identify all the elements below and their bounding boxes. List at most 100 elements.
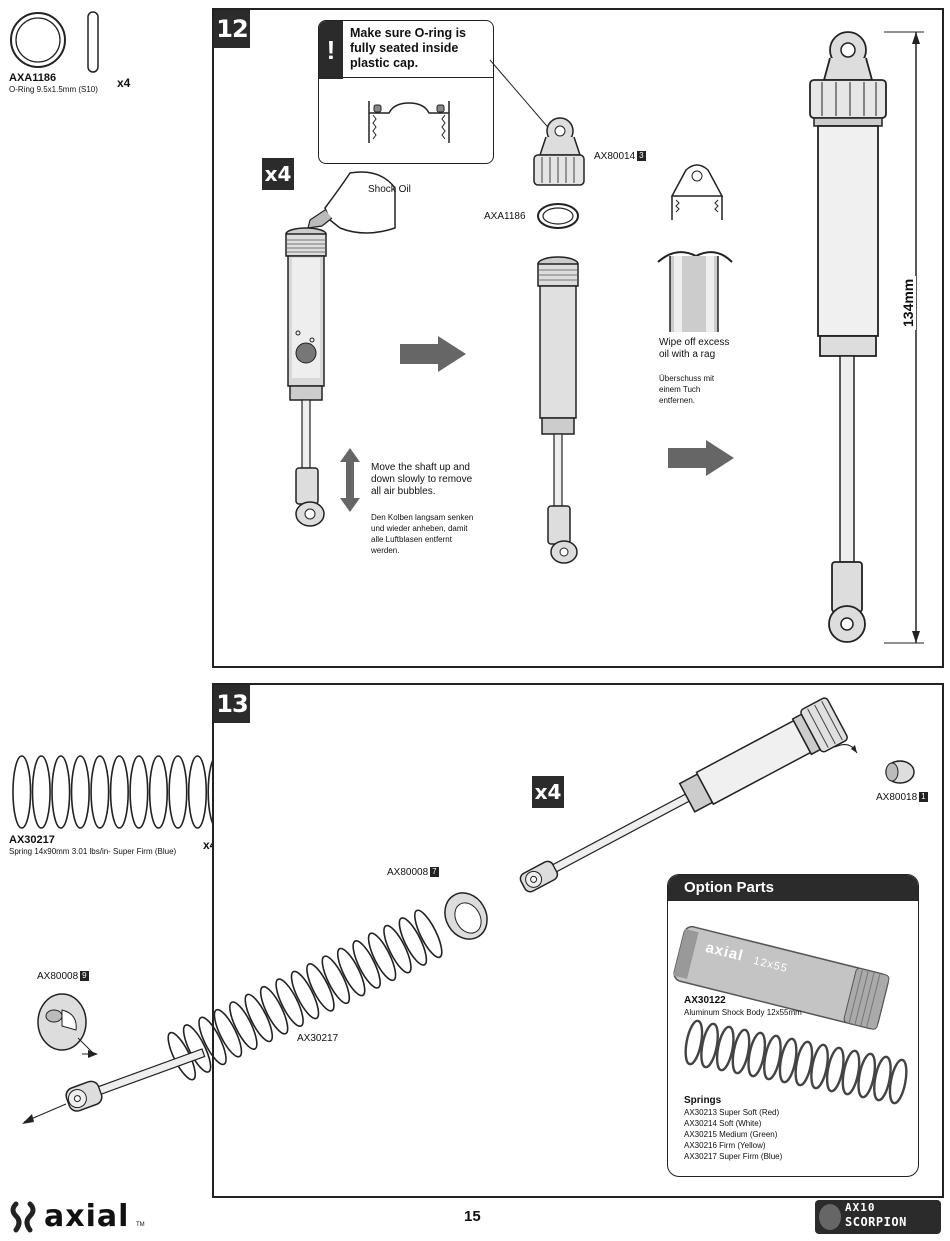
callout-text: Make sure O-ring is fully seated inside … [350, 26, 467, 70]
oring-part-code: AXA1186 [9, 72, 57, 84]
option-parts-box: Option Parts axial 12x55 AX30122 Aluminu… [667, 874, 919, 1177]
spring-coil [398, 917, 428, 966]
spring-part-desc: Spring 14x90mm 3.01 lbs/in- Super Firm (… [9, 847, 177, 856]
product-logo-line2: SCORPION [845, 1215, 907, 1229]
spring-coil [306, 963, 335, 1012]
shock-oil-label: Shock Oil [368, 184, 411, 195]
finished-shock-illustration [809, 31, 924, 644]
spring-coil [51, 755, 71, 829]
warning-icon: ! [319, 21, 343, 79]
spring-part-code: AX30217 [9, 834, 55, 846]
spring-coil [352, 940, 381, 989]
lower-retainer-illustration [37, 993, 87, 1051]
spring-coil [857, 1052, 877, 1099]
tube-wipe-illustration [657, 251, 733, 332]
cap-detail-illustration [670, 164, 724, 220]
step-13-number: 13 [214, 685, 250, 723]
wipe-instruction-de: Überschuss mit einem Tuch entfernen. [659, 374, 715, 405]
spring-coil [778, 1037, 798, 1084]
spring-coil [715, 1025, 735, 1072]
springs-title: Springs [684, 1095, 722, 1106]
list-item: AX30216 Firm (Yellow) [684, 1141, 766, 1150]
list-item: AX30214 Soft (White) [684, 1119, 762, 1128]
step-12-qty-badge: x4 [262, 158, 294, 190]
product-logo-line1: AX10 [845, 1201, 876, 1214]
spring-part-callout-label: AX30217 [297, 1033, 339, 1044]
length-dimension-label: 134mm [900, 275, 916, 330]
spring-coil [841, 1049, 861, 1096]
spring-coil [367, 932, 397, 982]
spring-coil [148, 755, 169, 829]
aluminum-body-illustration [673, 925, 890, 1030]
spring-coil [31, 755, 51, 829]
shaft-end-illustration [22, 1037, 206, 1124]
spring-coil [747, 1031, 767, 1078]
spring-coil [794, 1040, 814, 1087]
list-item: AX30215 Medium (Green) [684, 1130, 778, 1139]
spring-coil [873, 1055, 892, 1102]
spring-coil [109, 755, 129, 829]
spring-part-label: AX30217 Spring 14x90mm 3.01 lbs/in- Supe… [9, 834, 176, 857]
spring-coil [213, 1008, 243, 1058]
oring-part-desc: O-Ring 9.5x1.5mm (S10) [9, 85, 98, 94]
brand-wordmark: axial [44, 1199, 130, 1234]
spring-coil [187, 755, 208, 829]
axial-logo-icon [10, 1201, 36, 1233]
oring-qty: x4 [117, 76, 131, 90]
spring-coil [70, 755, 90, 829]
spring-coil [700, 1022, 719, 1069]
spring-coil [229, 1001, 258, 1050]
spring-coil [321, 955, 351, 1005]
diagonal-shock-illustration [519, 697, 858, 893]
ball-end-illustration [885, 760, 915, 784]
spring-coil [275, 978, 304, 1027]
trademark: TM [136, 1222, 145, 1228]
spring-coil [763, 1034, 782, 1081]
spring-coil [244, 993, 274, 1043]
callout-leader-line [489, 59, 553, 133]
step-13-qty-badge: x4 [532, 776, 564, 808]
step-12-number: 12 [214, 10, 250, 48]
diagonal-spring-illustration [167, 909, 443, 1081]
shock-body-illustration [537, 256, 579, 564]
option-spring-illustration [684, 1019, 908, 1105]
spring-coil [825, 1046, 845, 1093]
wipe-instruction-en: Wipe off excess oil with a rag [659, 337, 730, 360]
right-arrow-icon [668, 440, 734, 476]
spring-coil [383, 924, 412, 974]
list-item: AX30217 Super Firm (Blue) [684, 1152, 783, 1161]
move-shaft-instruction-de: Den Kolben langsam senken und wieder anh… [371, 513, 474, 555]
spring-coil [888, 1058, 908, 1105]
option-parts-title: Option Parts [668, 875, 918, 901]
spring-coil [129, 755, 149, 829]
oring-part-callout-label: AXA1186 [484, 211, 526, 222]
oring-illustration [10, 11, 99, 73]
right-arrow-icon [400, 336, 466, 372]
shock-cap-illustration [533, 117, 585, 186]
spring-coil [414, 909, 443, 959]
spring-coil [90, 755, 110, 829]
cap-cross-section-illustration [368, 101, 450, 143]
oring-small-illustration [537, 203, 579, 229]
move-shaft-instruction-en: Move the shaft up and down slowly to rem… [371, 462, 473, 497]
page-number: 15 [464, 1208, 481, 1225]
spring-coil [810, 1043, 829, 1090]
spring-coil [12, 755, 32, 829]
springs-list: AX30213 Super Soft (Red) AX30214 Soft (W… [684, 1107, 782, 1162]
scorpion-icon [819, 1204, 841, 1230]
oring-callout: ! Make sure O-ring is fully seated insid… [318, 20, 494, 164]
spring-coil [168, 755, 188, 829]
spring-coil [336, 947, 366, 997]
oring-part-label: AXA1186 O-Ring 9.5x1.5mm (S10) [9, 72, 98, 95]
spring-coil [182, 1024, 212, 1073]
spring-coil [259, 985, 289, 1035]
spring-coil [290, 970, 320, 1020]
spring-coil [731, 1028, 751, 1075]
shock-filling-illustration [285, 171, 396, 527]
product-logo: AX10 SCORPION [815, 1200, 941, 1234]
spring-coil [684, 1019, 704, 1066]
